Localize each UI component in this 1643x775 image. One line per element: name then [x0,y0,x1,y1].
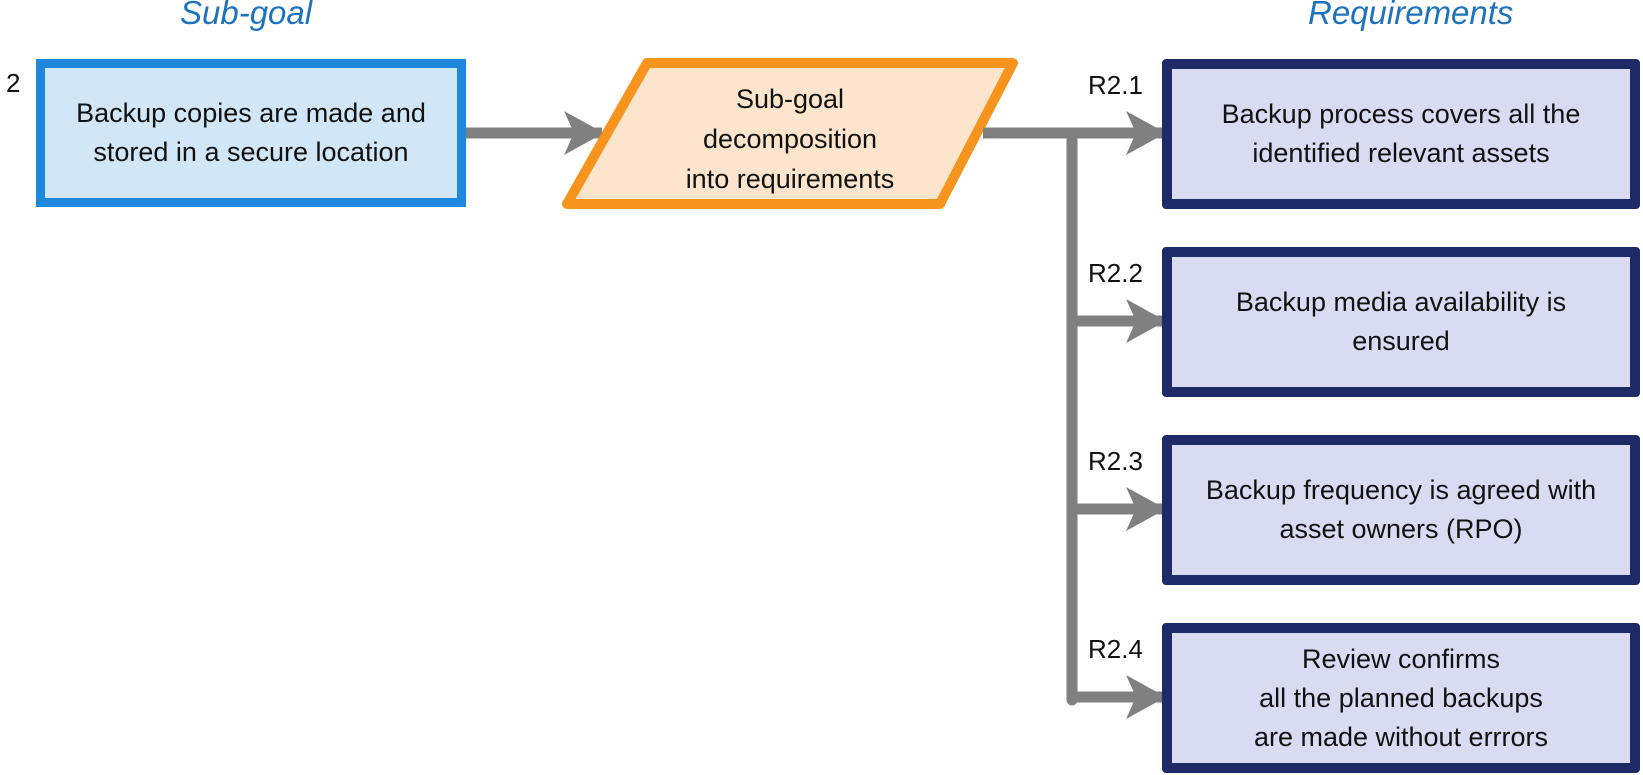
requirement-text-r2-3: Backup frequency is agreed with asset ow… [1205,475,1597,544]
requirement-id-r2-4: R2.4 [1088,634,1143,664]
requirement-text-r2-4: Review confirms all the planned backups … [1253,643,1549,752]
requirement-id-r2-2: R2.2 [1088,258,1143,288]
requirement-box-r2-2: Backup media availability is ensured [1162,247,1640,397]
requirement-text-r2-2: Backup media availability is ensured [1235,287,1567,356]
subgoal-text: Backup copies are made and stored in a s… [76,98,426,167]
requirement-text-r2-1: Backup process covers all the identified… [1221,99,1581,168]
subgoal-heading: Sub-goal [180,0,313,31]
requirements-heading: Requirements [1308,0,1514,31]
subgoal-box: Backup copies are made and stored in a s… [36,59,466,207]
decomposition-process-text: Sub-goal decomposition into requirements [685,84,895,194]
requirement-box-r2-3: Backup frequency is agreed with asset ow… [1162,435,1640,585]
decomposition-process-shape [562,58,1018,209]
requirement-box-r2-1: Backup process covers all the identified… [1162,59,1640,209]
subgoal-number: 2 [6,68,21,98]
requirement-id-r2-1: R2.1 [1088,70,1143,100]
requirement-box-r2-4: Review confirms all the planned backups … [1162,623,1640,773]
requirement-id-r2-3: R2.3 [1088,446,1143,476]
